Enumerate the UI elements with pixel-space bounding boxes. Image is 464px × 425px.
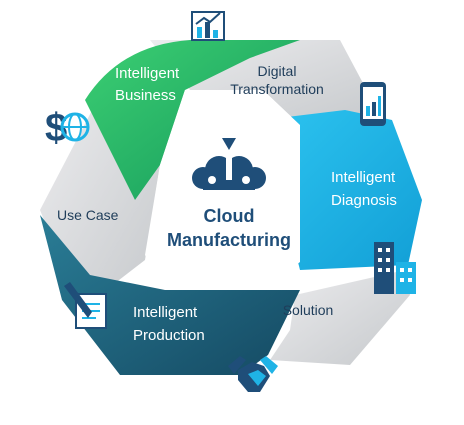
svg-text:$: $ — [45, 106, 67, 150]
segment-intelligent-business — [85, 40, 300, 200]
label-digital-transformation-2: Transformation — [230, 81, 324, 97]
center-title-line2: Manufacturing — [167, 230, 291, 250]
label-digital-transformation-1: Digital — [258, 63, 297, 79]
label-intelligent-diagnosis-2: Diagnosis — [331, 192, 397, 209]
segment-intelligent-diagnosis — [262, 110, 422, 270]
label-intelligent-diagnosis-1: Intelligent — [331, 169, 396, 186]
label-use-case: Use Case — [57, 207, 119, 223]
label-intelligent-production-1: Intelligent — [133, 304, 198, 321]
label-intelligent-business-2: Business — [115, 87, 176, 104]
handshake-icon — [228, 356, 278, 392]
pen-document-icon — [64, 282, 107, 329]
cloud-manufacturing-logo-icon — [192, 138, 266, 190]
city-buildings-icon — [374, 242, 416, 294]
label-intelligent-business-1: Intelligent — [115, 65, 180, 82]
bar-chart-icon — [191, 11, 225, 41]
dollar-globe-icon: $ — [45, 106, 90, 150]
center-title-line1: Cloud — [204, 206, 255, 226]
label-solution: Solution — [283, 302, 334, 318]
tablet-chart-icon — [360, 82, 386, 126]
segment-intelligent-production — [40, 215, 300, 375]
label-intelligent-production-2: Production — [133, 327, 205, 344]
